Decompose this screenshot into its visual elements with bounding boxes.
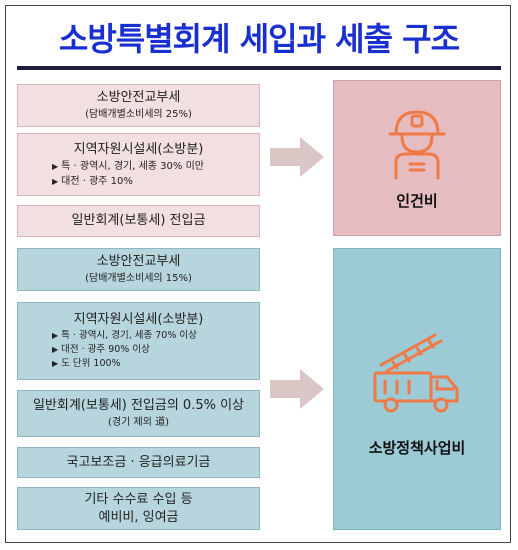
revenue-box-8: 기타 수수료 수입 등 예비비, 잉여금 [17, 487, 260, 530]
expenditure-projects-label: 소방정책사업비 [368, 438, 466, 457]
revenue-box-7: 국고보조금 · 응급의료기금 [17, 447, 260, 478]
revenue-box-8-label: 기타 수수료 수입 등 [84, 491, 193, 507]
revenue-box-2-bullets: 특 · 광역시, 경기, 세종 30% 미만 대전 · 광주 10% [52, 159, 259, 189]
revenue-box-3-label: 일반회계(보통세) 전입금 [71, 213, 206, 228]
expenditure-personnel-label: 인건비 [396, 191, 438, 210]
revenue-box-2: 지역자원시설세(소방분) 특 · 광역시, 경기, 세종 30% 미만 대전 ·… [17, 133, 260, 196]
expenditure-personnel-box: 인건비 [333, 80, 501, 236]
revenue-box-2-label: 지역자원시설세(소방분) [73, 141, 204, 157]
bullet-item: 대전 · 광주 10% [52, 174, 259, 189]
revenue-box-5-bullets: 특 · 광역시, 경기, 세종 70% 이상 대전 · 광주 90% 이상 도 … [52, 329, 259, 371]
revenue-box-6: 일반회계(보통세) 전입금의 0.5% 이상 (경기 제외 道) [17, 390, 260, 437]
right-arrow-icon [270, 137, 324, 177]
revenue-box-4-sub: (담배개별소비세의 15%) [85, 273, 192, 284]
revenue-box-5-label: 지역자원시설세(소방분) [73, 312, 204, 327]
bullet-item: 도 단위 100% [52, 357, 259, 371]
revenue-box-4-label: 소방안전교부세 [96, 254, 181, 269]
expenditure-projects-box: 소방정책사업비 [333, 248, 501, 530]
revenue-box-6-sub: (경기 제외 道) [108, 417, 169, 428]
bullet-item: 특 · 광역시, 경기, 세종 70% 이상 [52, 329, 259, 343]
bullet-item: 특 · 광역시, 경기, 세종 30% 미만 [52, 159, 259, 174]
revenue-box-7-label: 국고보조금 · 응급의료기금 [66, 454, 211, 470]
diagram-title: 소방특별회계 세입과 세출 구조 [58, 20, 460, 58]
right-arrow-icon [270, 369, 324, 409]
revenue-box-1-sub: (담배개별소비세의 25%) [85, 109, 192, 120]
revenue-box-1: 소방안전교부세 (담배개별소비세의 25%) [17, 84, 260, 127]
firefighter-icon [388, 110, 446, 179]
revenue-box-8-label-2: 예비비, 잉여금 [98, 509, 179, 525]
revenue-box-4: 소방안전교부세 (담배개별소비세의 15%) [17, 248, 260, 291]
title-underline [17, 66, 501, 70]
fire-truck-icon [373, 333, 459, 412]
revenue-box-1-label: 소방안전교부세 [96, 90, 181, 105]
bullet-item: 대전 · 광주 90% 이상 [52, 343, 259, 357]
revenue-box-5: 지역자원시설세(소방분) 특 · 광역시, 경기, 세종 70% 이상 대전 ·… [17, 302, 260, 380]
revenue-box-6-label: 일반회계(보통세) 전입금의 0.5% 이상 [32, 398, 245, 413]
revenue-box-3: 일반회계(보통세) 전입금 [17, 205, 260, 237]
